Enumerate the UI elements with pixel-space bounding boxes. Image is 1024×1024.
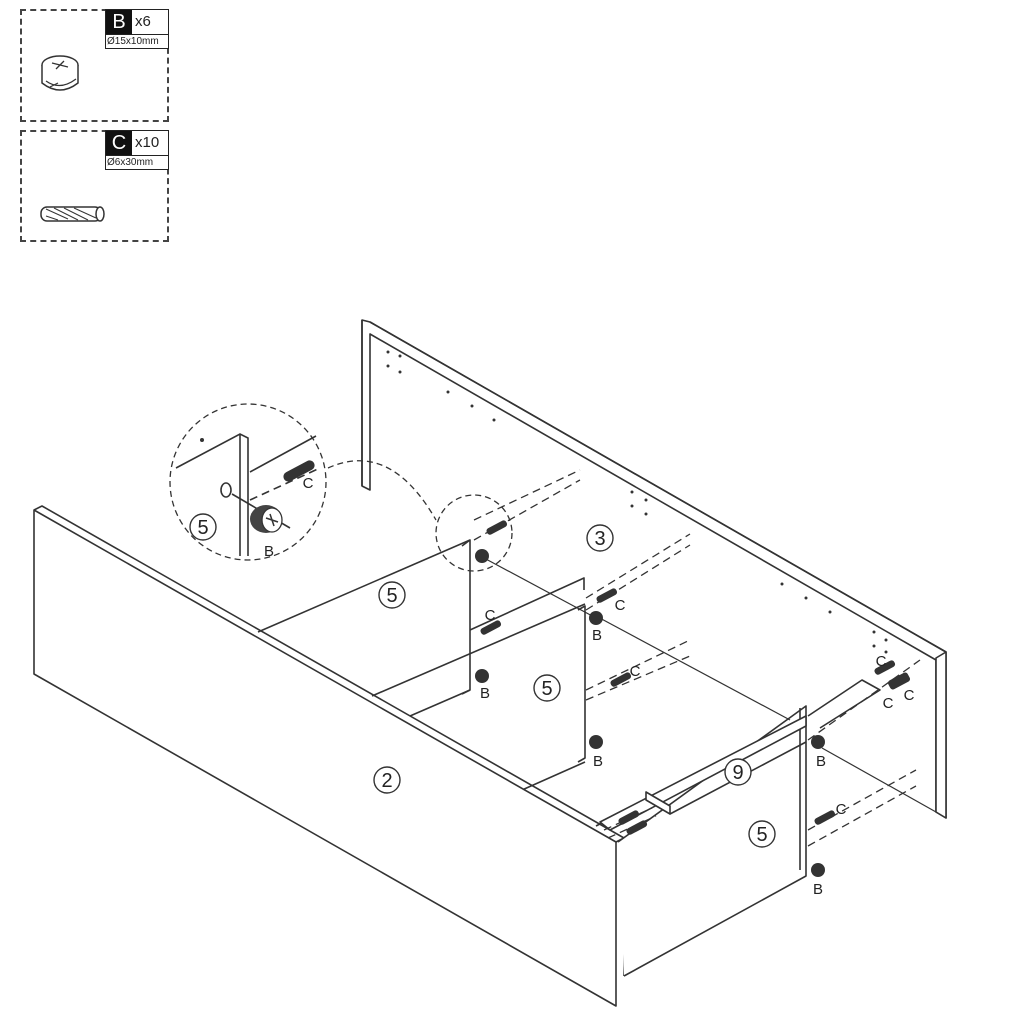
- wooden-dowel-icon: [40, 206, 105, 222]
- hardware-dimension: Ø6x30mm: [107, 157, 154, 168]
- hardware-tag-c: C x10 Ø6x30mm: [105, 130, 169, 170]
- part-number-divider-middle: 5: [541, 678, 552, 700]
- front-panel: [33, 509, 617, 1007]
- callout-cam: B: [813, 881, 823, 898]
- detail-cam-icon: [250, 505, 283, 533]
- right-side-panel: [935, 651, 947, 819]
- callout-dowel: C: [904, 687, 915, 704]
- hardware-dimension: Ø15x10mm: [107, 36, 159, 47]
- detail-dowel-icon: [283, 460, 315, 482]
- cam-lock-icon: [41, 55, 79, 91]
- callout-cam: B: [592, 627, 602, 644]
- part-number-back-panel: 3: [594, 528, 605, 550]
- hardware-quantity: x6: [135, 13, 151, 30]
- hardware-quantity: x10: [135, 134, 160, 151]
- callout-cam: B: [593, 753, 603, 770]
- hardware-letter: C: [106, 131, 132, 155]
- callout-cam: B: [816, 753, 826, 770]
- callout-dowel: C: [836, 801, 847, 818]
- part-number-rail: 9: [732, 762, 743, 784]
- callout-dowel: C: [630, 663, 641, 680]
- callout-dowel: C: [485, 607, 496, 624]
- callout-dowel: C: [303, 475, 314, 492]
- callout-dowel: C: [883, 695, 894, 712]
- hardware-tag-b: B x6 Ø15x10mm: [105, 9, 169, 49]
- callout-dowel: C: [615, 597, 626, 614]
- callout-cam: B: [480, 685, 490, 702]
- part-number-detail-divider: 5: [197, 517, 208, 539]
- hardware-box-dowel: C x10 Ø6x30mm: [20, 130, 169, 242]
- divider-right: [617, 705, 807, 977]
- callout-cam: B: [264, 543, 274, 560]
- part-number-divider-right: 5: [756, 824, 767, 846]
- hardware-letter: B: [106, 10, 132, 34]
- part-number-front-panel: 2: [381, 770, 392, 792]
- divider-left: [461, 539, 471, 695]
- hardware-box-cam-lock: B x6 Ø15x10mm: [20, 9, 169, 122]
- divider-middle: [577, 605, 586, 763]
- part-number-divider-left: 5: [386, 585, 397, 607]
- detail-source-circle: [435, 494, 513, 572]
- back-panel: [361, 319, 947, 819]
- callout-dowel: C: [876, 653, 887, 670]
